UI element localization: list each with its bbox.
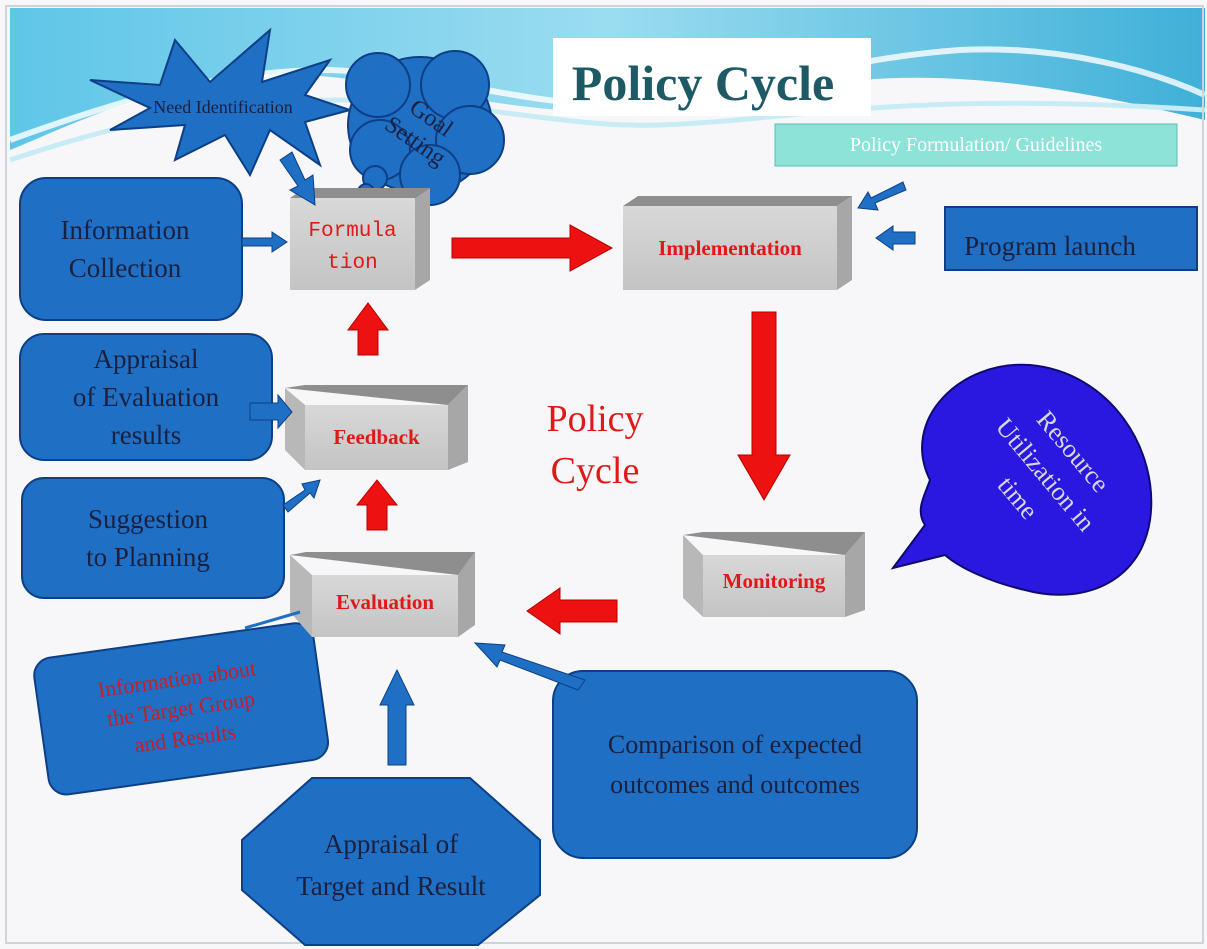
implementation-stage-label: Implementation (658, 235, 802, 260)
formulation-stage-label: Formula tion (308, 220, 397, 275)
goal-setting-cloud (345, 50, 505, 206)
need-identification-label: Need Identification (153, 96, 293, 117)
monitoring-stage-label: Monitoring (722, 568, 826, 593)
target-group-to-evaluation-connector (244, 610, 301, 630)
comparison-to-evaluation-arrow (473, 642, 586, 691)
appraisal-evaluation-label: Appraisal of Evaluation results (72, 344, 220, 450)
comparison-label: Comparison of expected outcomes and outc… (607, 729, 863, 799)
appraisal-to-feedback-arrow (249, 393, 293, 430)
resource-callout (890, 363, 1153, 596)
information-collection-box (19, 177, 243, 321)
need-identification-burst (89, 27, 354, 178)
policy-guidelines-banner-label: Policy Formulation/ Guidelines (849, 133, 1103, 156)
center-policy-cycle-label: Policy Cycle (546, 398, 644, 492)
program-launch-box (944, 206, 1198, 271)
appraisal-evaluation-box (19, 333, 273, 461)
evaluation-to-feedback-arrow (355, 479, 399, 531)
evaluation-stage-shape (290, 552, 475, 637)
need-to-formulation-arrow (279, 151, 316, 206)
target-group-box-shape (33, 622, 330, 796)
evaluation-stage-label: Evaluation (335, 589, 435, 614)
information-collection-label: Information Collection (60, 215, 190, 283)
monitoring-to-evaluation-arrow (526, 587, 618, 635)
title-panel (553, 38, 871, 116)
comparison-box (552, 670, 918, 859)
feedback-stage-label: Feedback (333, 425, 420, 449)
suggestion-to-feedback-arrow (282, 479, 321, 513)
suggestion-box (21, 477, 285, 599)
formulation-to-implementation-arrow (451, 224, 614, 272)
page-title: Policy Cycle (571, 55, 835, 111)
program-launch-label: Program launch (964, 231, 1136, 261)
appraisal-target-octagon (241, 777, 541, 946)
collection-to-formulation-arrow (241, 231, 288, 253)
monitoring-stage-shape (683, 532, 865, 617)
feedback-to-formulation-arrow (347, 302, 389, 356)
slide-border (5, 5, 1204, 944)
implementation-to-monitoring-arrow (737, 311, 791, 501)
implementation-stage-shape (623, 196, 852, 290)
formulation-stage-shape (290, 188, 430, 290)
appraisal-target-label: Appraisal of Target and Result (296, 829, 486, 901)
guidelines-to-implementation-arrow (857, 181, 907, 211)
launch-to-implementation-arrow (875, 225, 916, 251)
suggestion-label: Suggestion to Planning (86, 504, 210, 572)
feedback-stage-shape (285, 385, 468, 470)
appraisal-target-to-evaluation-arrow (379, 668, 415, 766)
policy-guidelines-banner (774, 123, 1178, 167)
